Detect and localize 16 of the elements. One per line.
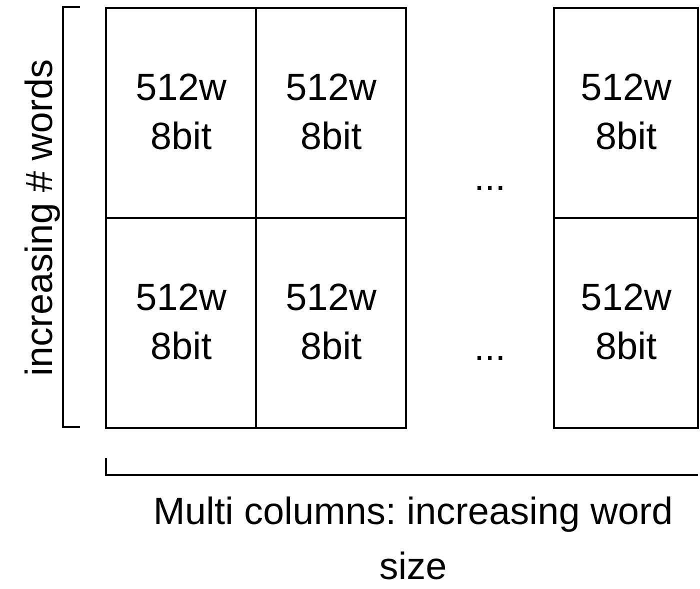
- block-label: 512w 8bit: [580, 66, 672, 160]
- block-label: 512w 8bit: [284, 276, 378, 370]
- block-label: 512w 8bit: [134, 66, 228, 160]
- block-label: 512w 8bit: [134, 276, 228, 370]
- memory-block: [255, 217, 407, 429]
- axis-label: increasing # words: [18, 58, 62, 376]
- memory-block: [553, 217, 699, 429]
- ellipsis: ...: [474, 156, 506, 200]
- memory-block: [105, 7, 257, 219]
- block-label: 512w 8bit: [284, 66, 378, 160]
- memory-block: [105, 217, 257, 429]
- memory-block: [553, 7, 699, 219]
- ellipsis: ...: [474, 326, 506, 370]
- axis-label: Multi columns: increasing word size: [153, 490, 673, 589]
- block-label: 512w 8bit: [580, 276, 672, 370]
- memory-block: [255, 7, 407, 219]
